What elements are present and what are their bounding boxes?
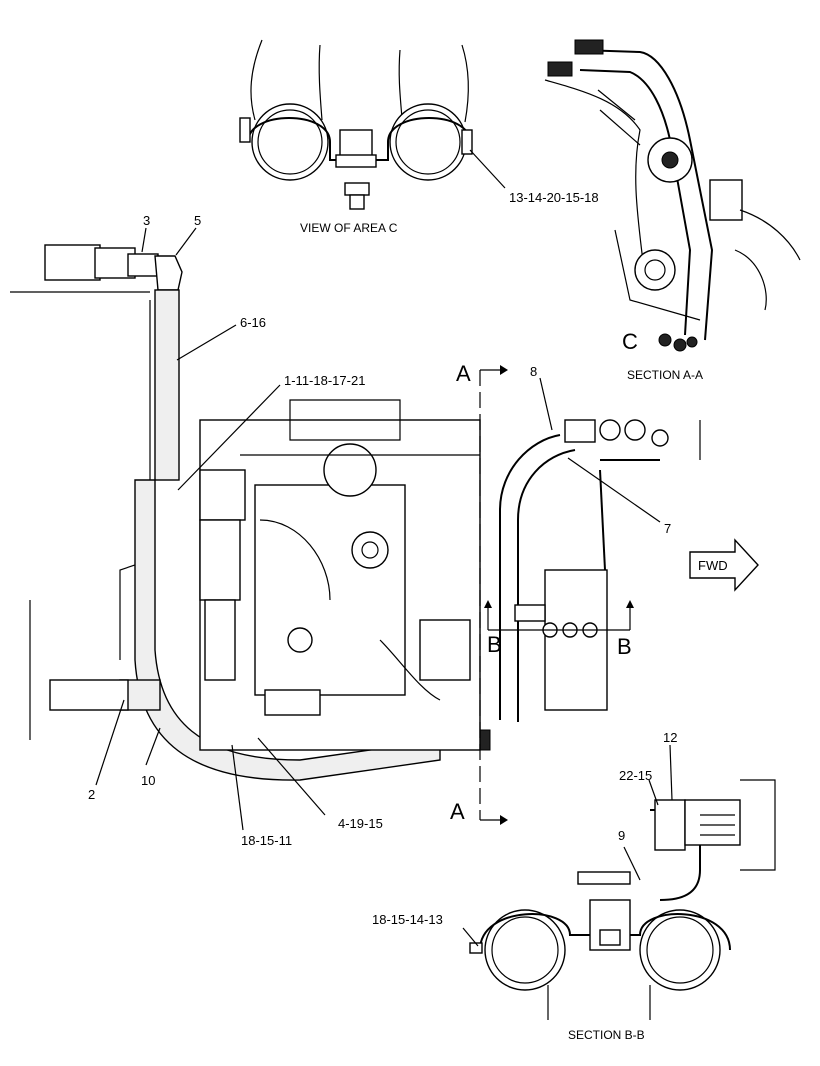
main-assembly-illustration (10, 244, 759, 825)
callout-12: 12 (663, 730, 677, 745)
view-area-c-caption: VIEW OF AREA C (300, 221, 398, 235)
section-bb-illustration (469, 779, 776, 1020)
callout-1-11-18-17-21: 1-11-18-17-21 (284, 373, 365, 388)
callout-6-16: 6-16 (240, 315, 266, 330)
section-bb-caption: SECTION B-B (568, 1028, 645, 1042)
section-b-marker-right: B (617, 634, 632, 659)
section-a-marker-bottom: A (450, 799, 465, 824)
section-a-marker-top: A (456, 361, 471, 386)
section-aa-illustration (544, 39, 801, 352)
callout-2: 2 (88, 787, 95, 802)
area-c-marker: C (622, 329, 638, 354)
callout-22-15: 22-15 (619, 768, 652, 783)
callout-18-15-14-13: 18-15-14-13 (372, 912, 443, 927)
fwd-arrow-label: FWD (698, 558, 728, 573)
callout-5: 5 (194, 213, 201, 228)
section-b-marker-left: B (487, 632, 502, 657)
callout-9: 9 (618, 828, 625, 843)
callout-18-15-11: 18-15-11 (241, 833, 292, 848)
callout-8: 8 (530, 364, 537, 379)
callout-10: 10 (141, 773, 155, 788)
leader-lines (95, 227, 673, 947)
callout-13-14-20-15-18: 13-14-20-15-18 (509, 190, 599, 205)
callout-4-19-15: 4-19-15 (338, 816, 383, 831)
section-aa-caption: SECTION A-A (627, 368, 703, 382)
callout-3: 3 (143, 213, 150, 228)
callout-7: 7 (664, 521, 671, 536)
view-area-c-illustration (239, 39, 506, 210)
